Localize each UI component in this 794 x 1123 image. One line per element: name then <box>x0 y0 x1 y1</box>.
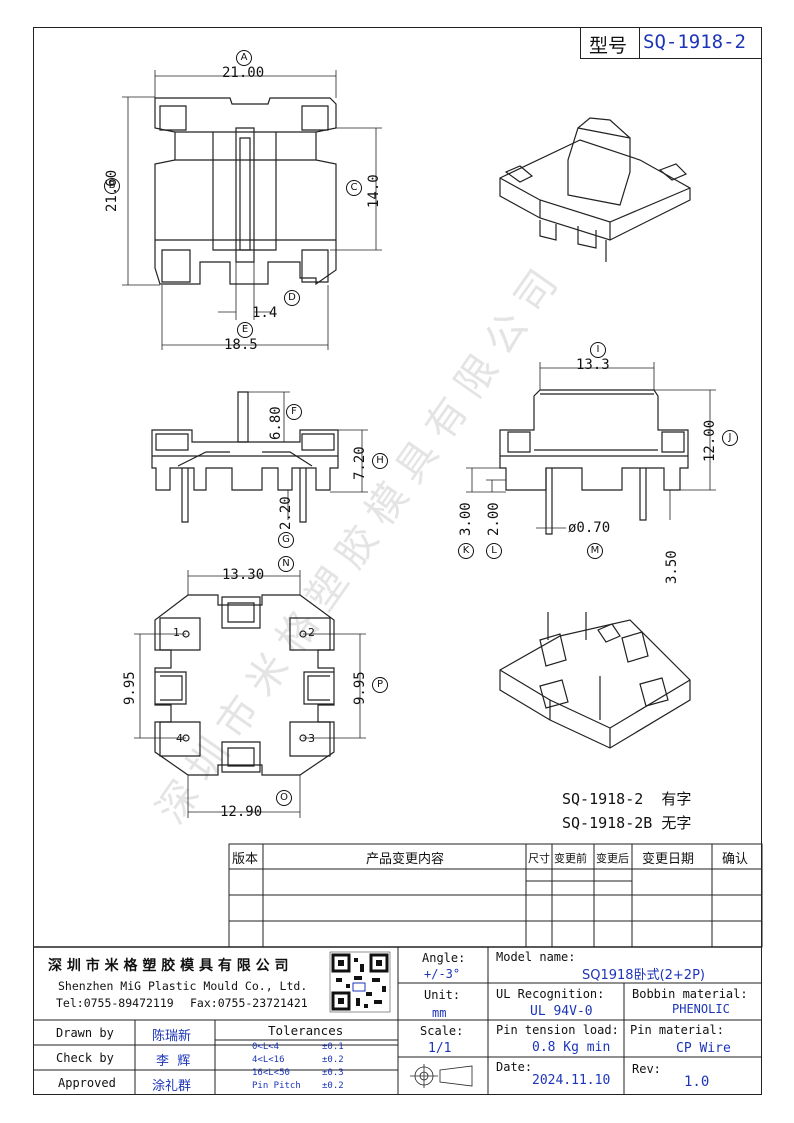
bobbin-value: PHENOLIC <box>672 1002 730 1016</box>
top-view <box>154 97 337 286</box>
rev-header-size: 尺寸 <box>528 852 550 865</box>
rev-header-content: 产品变更内容 <box>366 852 445 867</box>
tol-range-1: 0<L<4 <box>252 1042 280 1052</box>
dim-e: 18.5 <box>224 337 258 353</box>
dim-n: 13.30 <box>222 567 265 583</box>
label-n: N <box>278 556 294 572</box>
variant-note-2: SQ-1918-2B 无字 <box>562 814 692 832</box>
tol-value-4: ±0.2 <box>322 1081 344 1091</box>
dim-a: 21.00 <box>222 65 265 81</box>
pin-number-3: 3 <box>308 732 315 745</box>
tol-value-1: ±0.1 <box>322 1042 344 1052</box>
rev-label: Rev: <box>632 1062 661 1076</box>
side-view <box>151 391 339 523</box>
tolerances-title: Tolerances <box>268 1023 344 1038</box>
ul-value: UL 94V-0 <box>530 1004 593 1019</box>
isometric-view-bottom <box>499 612 691 749</box>
dim-d: 1.4 <box>252 305 278 321</box>
pin-material-label: Pin material: <box>630 1023 724 1037</box>
variant-note-1: SQ-1918-2 有字 <box>562 790 692 808</box>
unit-value: mm <box>432 1006 447 1020</box>
label-d: D <box>284 290 300 306</box>
date-label: Date: <box>496 1060 533 1074</box>
tol-range-3: 16<L<50 <box>252 1068 290 1078</box>
tol-range-4: Pin Pitch <box>252 1081 301 1091</box>
scale-label: Scale: <box>420 1024 464 1038</box>
tol-value-3: ±0.3 <box>322 1068 344 1078</box>
isometric-view-top <box>499 117 691 262</box>
pin-number-1: 1 <box>173 626 180 639</box>
rev-value: 1.0 <box>684 1074 710 1090</box>
rev-header-confirm: 确认 <box>722 852 749 867</box>
dim-i: 13.3 <box>576 357 610 373</box>
label-g: G <box>278 532 294 548</box>
approved-label: Approved <box>58 1076 116 1090</box>
angle-label: Angle: <box>422 951 466 965</box>
label-i: I <box>590 342 606 358</box>
unit-label: Unit: <box>424 988 461 1002</box>
model-name-value: SQ1918卧式(2+2P) <box>582 968 705 983</box>
model-value: SQ-1918-2 <box>643 31 746 53</box>
pin-number-4: 4 <box>176 732 183 745</box>
scale-value: 1/1 <box>428 1041 452 1056</box>
drawn-by-label: Drawn by <box>56 1026 114 1040</box>
company-fax: Fax:0755-23721421 <box>190 996 308 1010</box>
tol-range-2: 4<L<16 <box>252 1055 285 1065</box>
check-by-label: Check by <box>56 1051 114 1065</box>
dim-m: ø0.70 <box>568 520 611 536</box>
bobbin-label: Bobbin material: <box>632 987 748 1001</box>
model-box: 型号 SQ-1918-2 <box>580 27 762 59</box>
label-f: F <box>286 404 302 420</box>
date-value: 2024.11.10 <box>532 1073 611 1088</box>
label-o: O <box>276 790 292 806</box>
ul-label: UL Recognition: <box>496 987 605 1001</box>
company-name-en: Shenzhen MiG Plastic Mould Co., Ltd. <box>58 979 308 993</box>
label-m: M <box>587 543 603 559</box>
model-name-label: Model name: <box>496 950 576 964</box>
label-k: K <box>458 543 474 559</box>
label-c: C <box>346 180 362 196</box>
rev-header-before: 变更前 <box>554 852 587 865</box>
qr-code <box>329 951 391 1013</box>
pin-tension-value: 0.8 Kg min <box>532 1040 611 1055</box>
label-h: H <box>372 453 388 469</box>
company-tel: Tel:0755-89472119 <box>56 996 174 1010</box>
pin-number-2: 2 <box>308 626 315 639</box>
label-l: L <box>486 543 502 559</box>
rev-header-version: 版本 <box>232 852 259 867</box>
angle-value: +/-3° <box>424 967 461 981</box>
dim-o: 12.90 <box>220 804 263 820</box>
check-by-value: 李 辉 <box>156 1054 191 1069</box>
rev-header-after: 变更后 <box>596 852 629 865</box>
rev-header-date: 变更日期 <box>642 852 695 867</box>
approved-value: 涂礼群 <box>152 1079 192 1094</box>
company-name-cn: 深 圳 市 米 格 塑 胶 模 具 有 限 公 司 <box>48 958 289 974</box>
label-e: E <box>237 322 253 338</box>
front-view <box>499 389 689 535</box>
label-a: A <box>236 50 252 66</box>
label-p: P <box>372 677 388 693</box>
pin-material-value: CP Wire <box>676 1041 731 1056</box>
pin-tension-label: Pin tension load: <box>496 1023 619 1037</box>
label-b: B <box>104 178 120 194</box>
tol-value-2: ±0.2 <box>322 1055 344 1065</box>
label-j: J <box>722 430 738 446</box>
projection-symbol <box>410 1064 473 1088</box>
model-label: 型号 <box>589 35 628 57</box>
drawn-by-value: 陈瑞新 <box>152 1029 192 1044</box>
